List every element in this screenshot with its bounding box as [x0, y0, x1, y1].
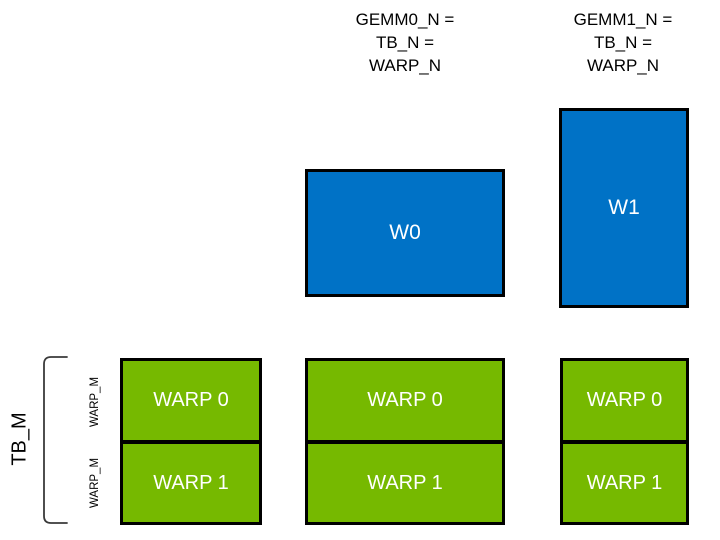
- warp-m-bottom-label: WARP_M: [89, 457, 101, 509]
- threadblock-tile-middle: WARP 0 WARP 1: [305, 358, 505, 525]
- warp0-cell: WARP 0: [123, 361, 259, 444]
- warp1-cell: WARP 1: [123, 444, 259, 522]
- warp0-cell: WARP 0: [563, 361, 686, 444]
- warp-m-top-label: WARP_M: [89, 376, 101, 428]
- gemm0-dimension-label: GEMM0_N = TB_N = WARP_N: [355, 10, 455, 75]
- tb-m-bracket-icon: [43, 356, 68, 524]
- warp1-cell: WARP 1: [563, 444, 686, 522]
- warp-box-w0: W0: [305, 169, 505, 297]
- threadblock-tile-left: WARP 0 WARP 1: [120, 358, 262, 525]
- warp0-cell: WARP 0: [308, 361, 502, 444]
- warp-box-w0-label: W0: [389, 221, 421, 244]
- threadblock-tile-right: WARP 0 WARP 1: [560, 358, 689, 525]
- tb-m-axis-label: TB_M: [8, 412, 31, 466]
- warp-box-w1-label: W1: [608, 196, 640, 219]
- warp-box-w1: W1: [559, 108, 689, 308]
- gemm1-dimension-label: GEMM1_N = TB_N = WARP_N: [573, 10, 673, 75]
- warp1-cell: WARP 1: [308, 444, 502, 522]
